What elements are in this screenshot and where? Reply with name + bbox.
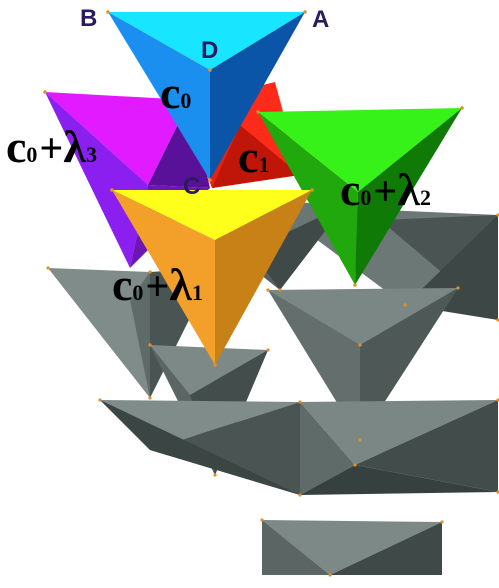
- cell-label-l2-plus: +: [373, 169, 397, 215]
- cell-label-c0-plus-lambda2: c0+λ2: [340, 164, 431, 215]
- cell-label-l1-plus: +: [145, 264, 169, 310]
- grey-tetrahedron-lower-right: [300, 400, 498, 495]
- cell-label-c1-sub: 1: [258, 152, 269, 177]
- cell-label-l2-lambda: λ: [397, 164, 420, 215]
- cell-label-l1-symbol: c: [112, 259, 132, 310]
- cell-label-l1-lambda: λ: [169, 259, 192, 310]
- cell-label-c0-plus-lambda1: c0+λ1: [112, 259, 203, 310]
- cell-label-l3-sub: 0: [26, 142, 37, 167]
- cell-label-c0-plus-lambda3: c0+λ3: [6, 121, 97, 172]
- cell-label-c0-symbol: c: [160, 67, 180, 118]
- grey-tetrahedron-bottom: [262, 520, 442, 575]
- cell-label-l2-sub: 0: [360, 185, 371, 210]
- cell-label-l2-lambda-sub: 2: [420, 185, 431, 210]
- vertex-label-a: A: [312, 6, 329, 33]
- vertex-label-d: D: [201, 37, 218, 64]
- cell-label-c1-symbol: c: [238, 131, 258, 182]
- cell-label-c0-sub: 0: [180, 88, 191, 113]
- vertex-label-b: B: [80, 5, 97, 32]
- cell-label-l3-symbol: c: [6, 121, 26, 172]
- cell-label-l3-plus: +: [39, 126, 63, 172]
- cell-label-l3-lambda-sub: 3: [86, 142, 97, 167]
- cell-label-l3-lambda: λ: [63, 121, 86, 172]
- vertex-label-c: C: [183, 173, 200, 200]
- cell-label-l1-lambda-sub: 1: [192, 280, 203, 305]
- cell-label-l2-symbol: c: [340, 164, 360, 215]
- cell-label-l1-sub: 0: [132, 280, 143, 305]
